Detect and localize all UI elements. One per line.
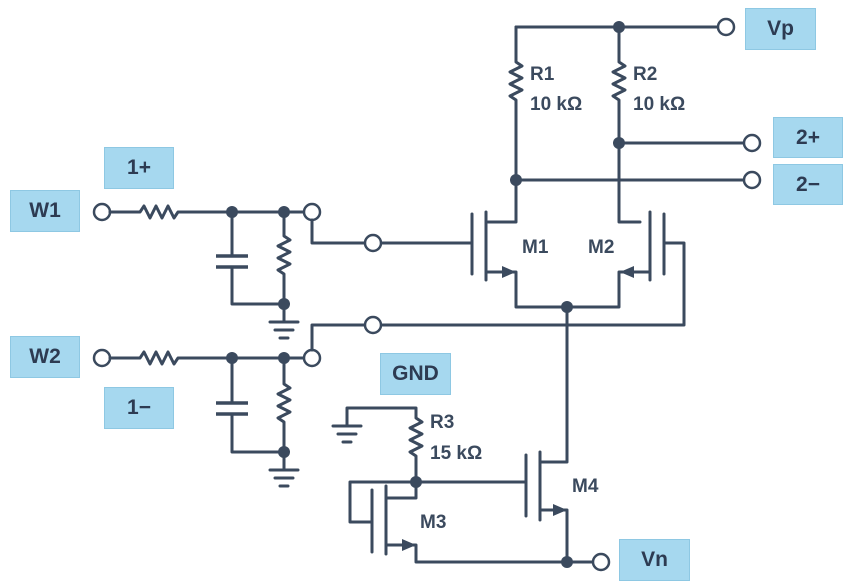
resistor-r1	[508, 25, 524, 182]
port-in-plus-label: 1+	[104, 147, 174, 189]
m4-label: M4	[572, 476, 599, 497]
output-minus-net	[486, 170, 762, 224]
m2-label: M2	[588, 237, 614, 258]
r2-name: R2	[633, 64, 657, 85]
output-plus-net	[613, 133, 762, 224]
input-w1-network	[92, 202, 383, 340]
port-out-plus-label: 2+	[773, 117, 843, 158]
r1-name: R1	[530, 64, 555, 85]
port-w2-label: W2	[10, 336, 80, 378]
w1-terminal[interactable]	[92, 202, 112, 222]
resistor-r2	[611, 25, 627, 145]
port-out-minus-label: 2−	[773, 164, 843, 205]
m1-label: M1	[522, 237, 549, 258]
r1-value: 10 kΩ	[530, 94, 582, 115]
transistor-m1	[379, 210, 569, 309]
port-vp-label: Vp	[745, 8, 816, 50]
r3-name: R3	[430, 412, 454, 433]
r2-value: 10 kΩ	[633, 94, 685, 115]
resistor-r3	[331, 406, 424, 484]
input-w2-network	[92, 315, 383, 488]
port-vn-label: Vn	[619, 539, 690, 581]
out-plus-terminal[interactable]	[742, 133, 762, 153]
transistor-m2	[379, 210, 686, 327]
out-minus-terminal[interactable]	[742, 170, 762, 190]
vn-terminal[interactable]	[591, 552, 611, 572]
port-in-minus-label: 1−	[104, 387, 174, 429]
transistor-m3	[348, 476, 569, 564]
m3-label: M3	[420, 512, 446, 533]
r3-value: 15 kΩ	[430, 443, 482, 464]
w2-terminal[interactable]	[92, 348, 112, 368]
port-gnd-label: GND	[380, 353, 451, 395]
vp-rail	[514, 17, 736, 37]
port-w1-label: W1	[10, 190, 80, 232]
vp-terminal[interactable]	[716, 17, 736, 37]
transistor-m4	[414, 445, 569, 564]
vn-rail	[561, 552, 611, 572]
